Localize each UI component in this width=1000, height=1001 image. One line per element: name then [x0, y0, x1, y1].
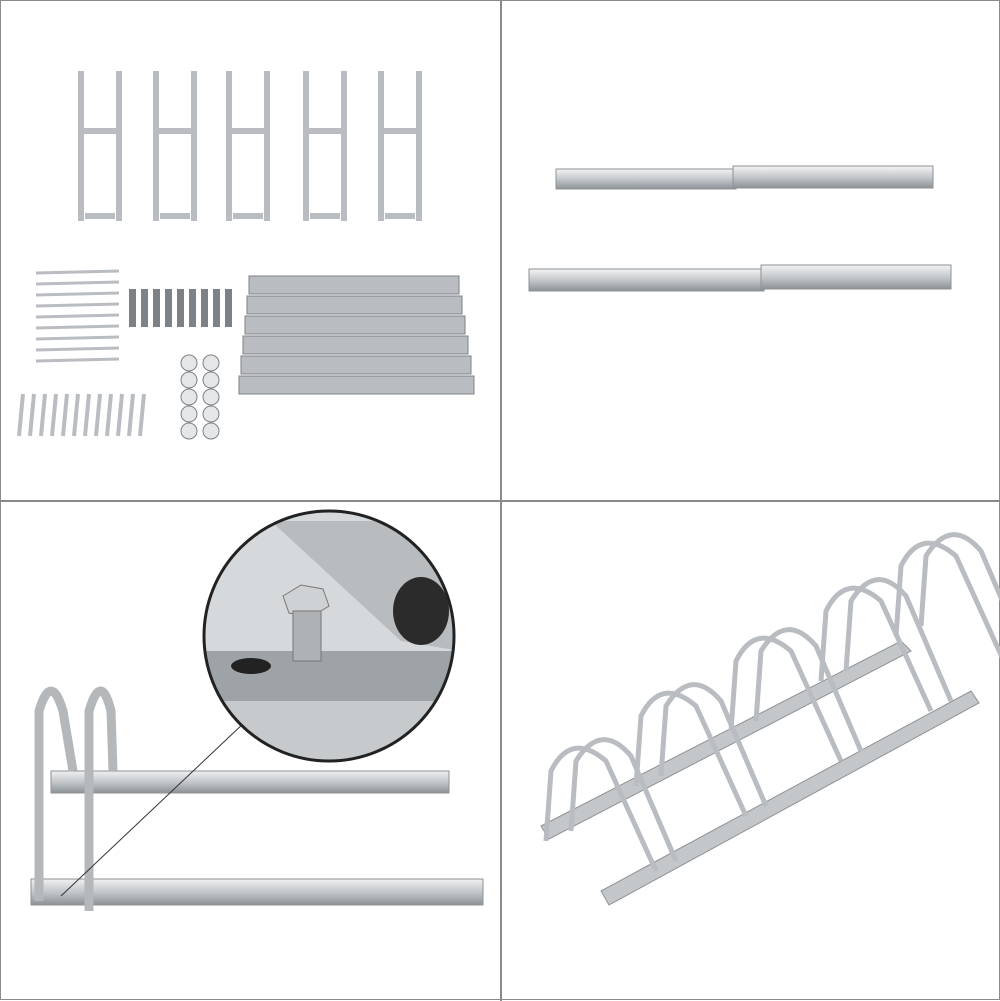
assembly-detail-illustration — [30, 509, 484, 911]
panel-assembly-detail — [1, 501, 501, 1001]
bar-segment — [732, 165, 934, 189]
bolt — [116, 393, 124, 437]
wall-plug — [189, 289, 196, 327]
panel-assembled-rack — [501, 501, 1000, 1001]
wall-plug — [201, 289, 208, 327]
rack-rail — [600, 690, 980, 906]
wall-plug — [213, 289, 220, 327]
base-bar-part — [238, 375, 475, 395]
rack-hoop — [658, 682, 769, 807]
base-bar-part — [248, 275, 460, 295]
hoop — [34, 686, 78, 901]
bolt — [50, 393, 58, 437]
screw — [35, 335, 120, 341]
screw — [35, 291, 120, 297]
bolt — [72, 393, 80, 437]
rack-hoop — [753, 627, 864, 752]
callout-line — [60, 720, 247, 897]
wall-plug — [165, 289, 172, 327]
bolt — [138, 393, 146, 437]
hole — [231, 658, 271, 674]
bar-segment — [555, 168, 737, 190]
bar-segment — [528, 268, 765, 292]
nut — [180, 371, 198, 389]
screw — [35, 302, 120, 308]
wall-plug — [225, 289, 232, 327]
hoop-part — [303, 71, 347, 221]
rack-hoop — [633, 690, 749, 818]
nut — [202, 405, 220, 423]
nut — [180, 405, 198, 423]
bolt — [83, 393, 91, 437]
rack-hoop — [728, 635, 844, 763]
bolt — [94, 393, 102, 437]
screw — [35, 357, 120, 363]
nut — [180, 422, 198, 440]
bolt-thread — [292, 610, 322, 662]
bolt — [39, 393, 47, 437]
bolt — [105, 393, 113, 437]
base-bar-part — [240, 355, 472, 375]
rack-hoop — [818, 585, 934, 713]
rack-hoop — [918, 532, 1000, 627]
screw — [35, 280, 120, 286]
wall-plug — [141, 289, 148, 327]
hoop-part — [226, 71, 270, 221]
panel-parts — [1, 1, 501, 501]
bolt — [61, 393, 69, 437]
nut — [202, 422, 220, 440]
assembled-rack-illustration — [540, 532, 1000, 906]
wall-plug — [153, 289, 160, 327]
bolt — [28, 393, 36, 437]
wall-plug — [129, 289, 136, 327]
hoop-part — [153, 71, 197, 221]
screw — [35, 324, 120, 330]
base-bar-part — [242, 335, 469, 355]
base-bar-part — [244, 315, 466, 335]
parts-illustration — [17, 71, 475, 440]
wall-plug — [177, 289, 184, 327]
hoop-part — [378, 71, 422, 221]
hoop — [84, 686, 118, 911]
base-bars-illustration — [528, 165, 952, 292]
nut — [202, 354, 220, 372]
nut — [202, 388, 220, 406]
screw — [35, 269, 120, 275]
rack-hoop — [568, 737, 679, 862]
base-bar-part — [246, 295, 463, 315]
hoop-part — [78, 71, 122, 221]
nut — [180, 354, 198, 372]
front-bar — [30, 878, 484, 906]
rack-hoop — [893, 540, 1000, 659]
screw — [35, 313, 120, 319]
screw — [35, 346, 120, 352]
rack-hoop — [843, 577, 954, 702]
nut — [180, 388, 198, 406]
bar-segment — [760, 264, 952, 290]
divider-horizontal — [1, 500, 1000, 502]
bolt — [17, 393, 25, 437]
nut — [202, 371, 220, 389]
rack-hoop — [543, 745, 659, 873]
hex-bolt-head — [282, 584, 330, 618]
rear-bar — [50, 770, 450, 794]
bolt — [127, 393, 135, 437]
panel-base-bars — [501, 1, 1000, 501]
